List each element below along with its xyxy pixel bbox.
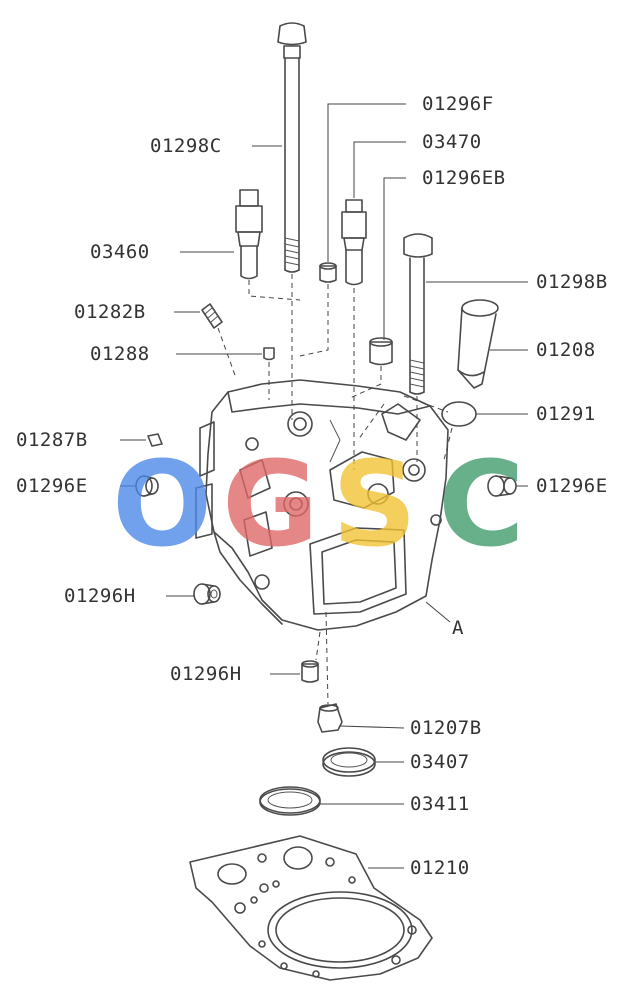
plug-01296h-side [193,583,221,605]
plug-01296eb [369,337,393,366]
label-01208: 01208 [536,339,596,361]
stud-01282b [201,303,223,329]
pin-01287b [147,433,163,447]
watermark-letter-c: C [438,435,525,573]
ring-03407 [322,747,376,777]
label-01282b: 01282B [74,301,146,323]
label-01210: 01210 [410,857,470,879]
label-01207b: 01207B [410,717,482,739]
label-a: A [452,617,464,639]
label-01298b: 01298B [536,271,608,293]
head-bolt-01298c [277,22,307,273]
label-01296e-right: 01296E [536,475,608,497]
assembly-lines [217,274,453,705]
watermark-letter-g: G [222,435,319,573]
plug-01296h-bottom [301,660,319,683]
label-01296h-bottom: 01296H [170,663,242,685]
label-01296e-left: 01296E [16,475,88,497]
part-labels: 01298C 01296F 03470 01296EB 03460 01298B… [16,93,608,879]
watermark-logo: O G S C [112,435,525,573]
nozzle-holder-03460 [235,189,263,280]
label-03470: 03470 [422,131,482,153]
label-03407: 03407 [410,751,470,773]
label-01291: 01291 [536,403,596,425]
pin-01288 [263,347,275,361]
plug-01296f [319,262,337,283]
head-gasket-01210 [189,835,433,981]
label-01296h-side: 01296H [64,585,136,607]
label-01296eb: 01296EB [422,167,506,189]
cylinder-head [195,379,449,631]
chamber-01207b [317,703,343,733]
ring-03411 [259,786,321,816]
label-01296f: 01296F [422,93,494,115]
watermark-letter-s: S [332,435,417,573]
label-03411: 03411 [410,793,470,815]
head-bolt-01298b [403,233,433,395]
label-03460: 03460 [90,241,150,263]
label-01298c: 01298C [150,135,222,157]
label-01287b: 01287B [16,429,88,451]
leader-lines [120,103,528,869]
disc-01291 [441,401,477,427]
nozzle-holder-03470 [341,199,367,286]
sleeve-01208 [457,299,499,389]
label-01288: 01288 [90,343,150,365]
watermark-letter-o: O [112,435,212,573]
